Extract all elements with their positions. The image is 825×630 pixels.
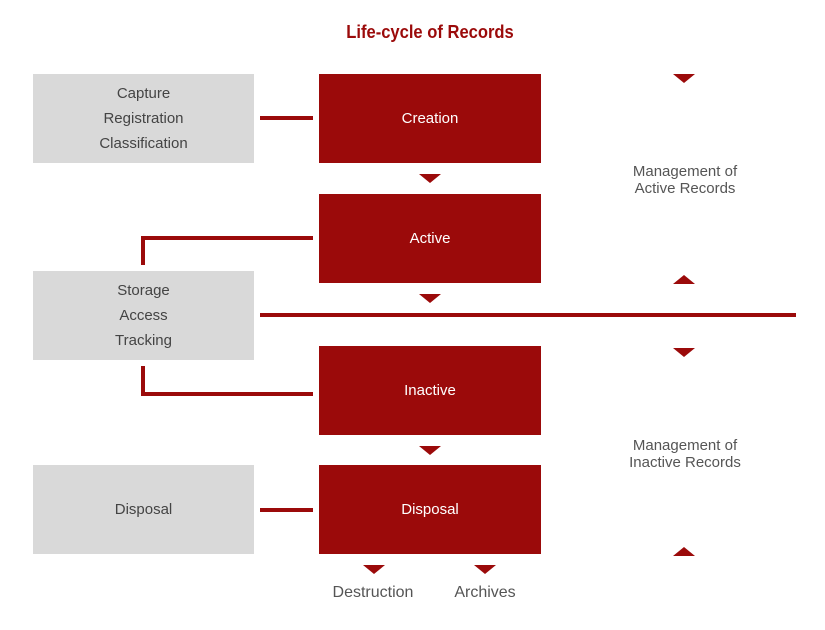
stage-disposal: Disposal (319, 465, 541, 554)
stage-creation: Creation (319, 74, 541, 163)
stage-inactive: Inactive (319, 346, 541, 435)
connector-active-vertical (141, 236, 145, 265)
stage-disposal-label: Disposal (401, 501, 459, 518)
destruction-label: Destruction (332, 584, 414, 601)
active-management-note: Management of Active Records (600, 163, 770, 197)
stage-active-label: Active (409, 230, 451, 247)
stage-inactive-label: Inactive (404, 382, 456, 399)
disposal-task-label: Disposal (114, 501, 173, 518)
capture-box: Capture Registration Classification (33, 74, 254, 163)
archives-label: Archives (454, 584, 516, 601)
tracking-label: Tracking (115, 332, 172, 349)
stage-active: Active (319, 194, 541, 283)
connector-capture-creation (260, 116, 313, 120)
connector-inactive-vertical (141, 366, 145, 396)
active-range-start-arrow (673, 74, 695, 83)
inactive-management-note: Management of Inactive Records (600, 437, 770, 471)
active-note-line1: Management of (632, 163, 738, 180)
inactive-note-line2: Inactive Records (629, 454, 741, 471)
inactive-range-end-arrow (673, 547, 695, 556)
registration-label: Registration (103, 110, 184, 127)
phase-divider-line (260, 313, 796, 317)
classification-label: Classification (99, 135, 188, 152)
inactive-range-start-arrow (673, 348, 695, 357)
stage-creation-label: Creation (401, 110, 459, 127)
connector-inactive-horizontal (141, 392, 313, 396)
connector-active-horizontal (141, 236, 313, 240)
active-range-end-arrow (673, 275, 695, 284)
active-note-line2: Active Records (634, 180, 736, 197)
capture-label: Capture (116, 85, 171, 102)
inactive-note-line1: Management of (632, 437, 738, 454)
arrow-to-archives (474, 565, 496, 574)
diagram-title: Life-cycle of Records (346, 22, 514, 42)
disposal-task-box: Disposal (33, 465, 254, 554)
storage-box: Storage Access Tracking (33, 271, 254, 360)
storage-label: Storage (117, 282, 170, 299)
connector-disposal-disposal (260, 508, 313, 512)
arrow-to-destruction (363, 565, 385, 574)
arrow-inactive-to-disposal (419, 446, 441, 455)
access-label: Access (119, 307, 168, 324)
arrow-creation-to-active (419, 174, 441, 183)
arrow-active-to-inactive (419, 294, 441, 303)
